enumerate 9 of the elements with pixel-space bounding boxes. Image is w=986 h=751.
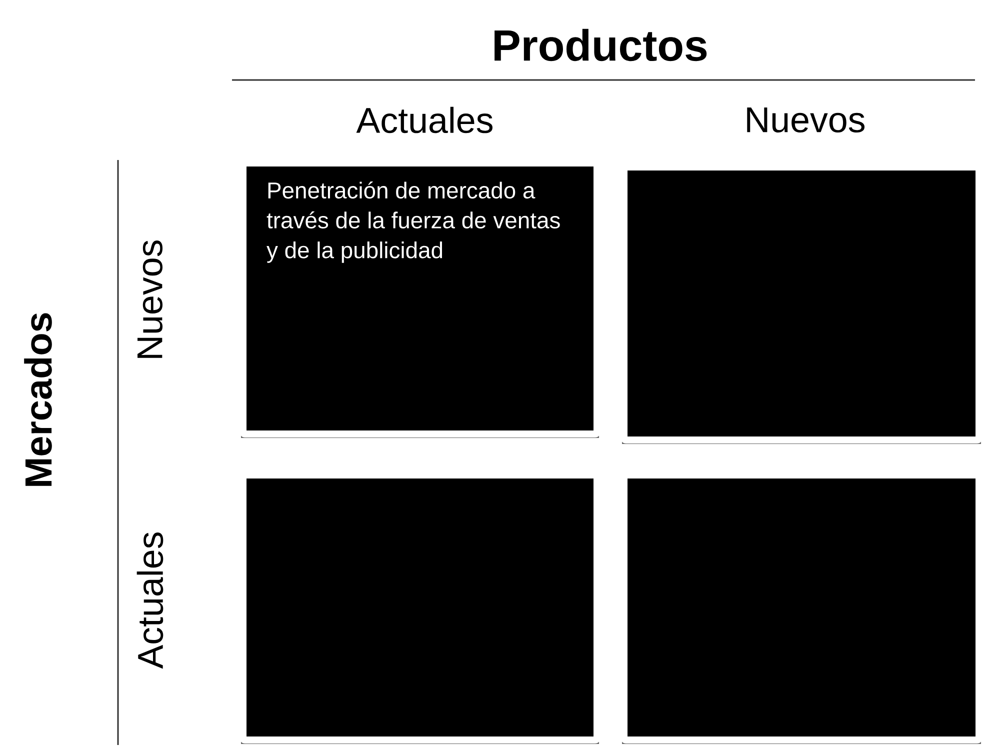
axis-title: Productos [494, 28, 707, 62]
row-header: Nuevos [138, 240, 162, 358]
empty-box [240, 472, 600, 744]
text-box: Penetración de mercado a través de la fuerza de ventas y de la publicidad [240, 160, 600, 438]
column-header: Nuevos [747, 107, 864, 132]
empty-box [620, 164, 982, 444]
row-header: Actuales [136, 532, 164, 669]
axis-title: Mercados [24, 313, 52, 486]
empty-box [620, 472, 982, 744]
